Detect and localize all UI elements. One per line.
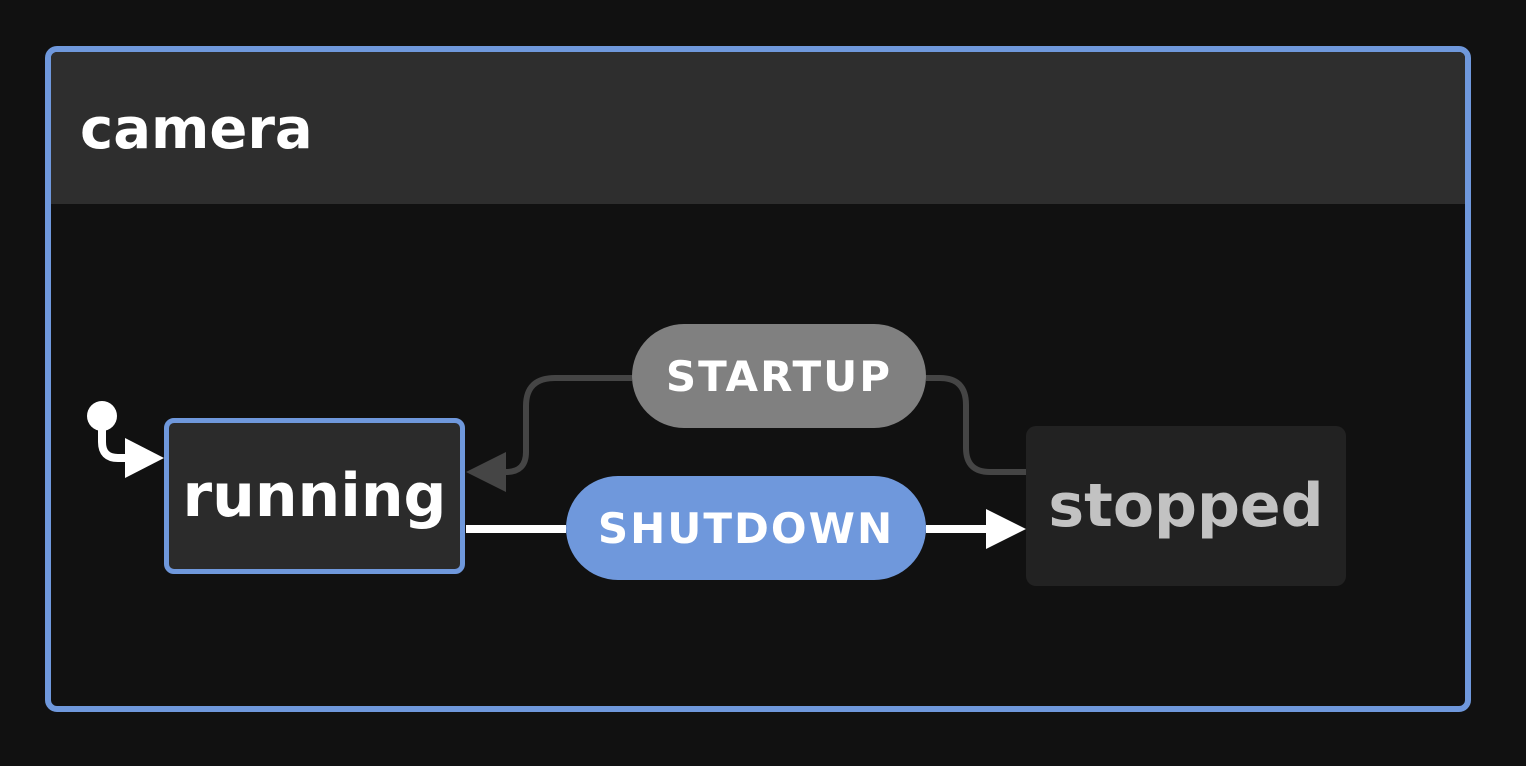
event-shutdown-label: SHUTDOWN <box>597 503 895 553</box>
state-running[interactable]: running <box>164 418 465 574</box>
event-startup-label: STARTUP <box>665 351 893 401</box>
initial-transition-line <box>98 416 130 462</box>
event-shutdown-button[interactable]: SHUTDOWN <box>566 476 926 580</box>
initial-transition-arrow <box>125 438 164 478</box>
startup-transition-line-in <box>500 375 632 475</box>
state-stopped-label: stopped <box>1048 471 1324 541</box>
startup-transition-line <box>926 375 1026 475</box>
startup-transition-arrow <box>466 452 506 492</box>
machine-header: camera <box>51 52 1465 204</box>
event-startup-button[interactable]: STARTUP <box>632 324 926 428</box>
machine-camera[interactable]: camera <box>45 46 1471 712</box>
state-running-label: running <box>182 461 447 531</box>
shutdown-transition-arrow <box>986 509 1026 549</box>
machine-title: camera <box>80 97 313 162</box>
state-stopped[interactable]: stopped <box>1026 426 1346 586</box>
